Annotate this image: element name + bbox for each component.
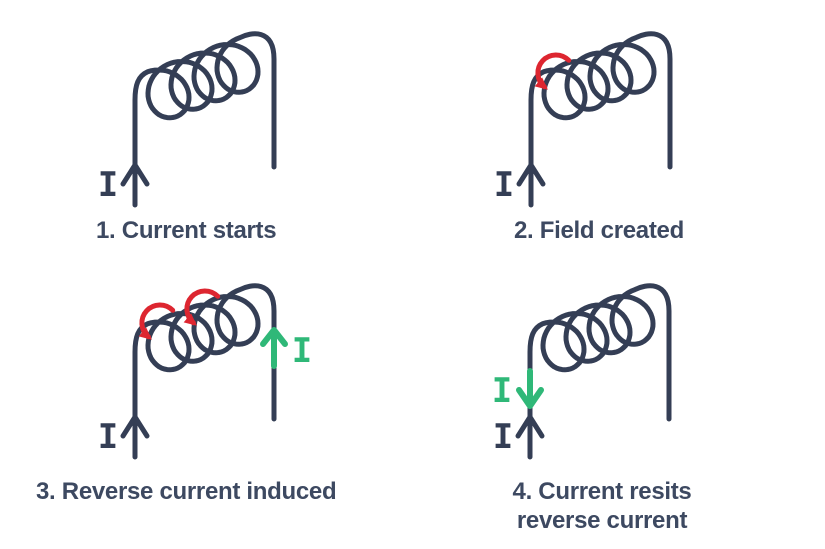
caption-3: 3. Reverse current induced <box>36 478 337 505</box>
magnetic-field-loop-arrow-icon <box>183 288 221 326</box>
induced-current-arrow-up-icon <box>260 327 288 369</box>
induced-current-label: I <box>292 331 312 371</box>
coil-wire <box>528 31 673 208</box>
induced-current-label: I <box>492 371 512 411</box>
panel-1-coil: I <box>98 31 277 208</box>
coil-wire <box>132 31 277 208</box>
current-direction-arrow-icon <box>515 414 545 439</box>
magnetic-field-loop-arrow-icon <box>138 302 176 340</box>
current-direction-arrow-icon <box>120 414 150 439</box>
caption-2: 2. Field created <box>514 217 684 244</box>
panel-3-coil: I I <box>98 283 312 460</box>
coil-wire <box>527 283 672 460</box>
source-current-label: I <box>494 165 514 205</box>
source-current-label: I <box>98 165 118 205</box>
current-direction-arrow-icon <box>516 162 546 187</box>
coil-wire <box>132 283 277 460</box>
caption-4: 4. Current resits reverse current <box>512 478 692 534</box>
current-direction-arrow-icon <box>120 162 150 187</box>
panel-4-coil: I I <box>492 283 672 460</box>
source-current-label: I <box>493 417 513 457</box>
panel-2-coil: I <box>494 31 673 208</box>
magnetic-field-loop-arrow-icon <box>534 52 572 90</box>
caption-1: 1. Current starts <box>96 217 277 244</box>
source-current-label: I <box>98 417 118 457</box>
induced-current-arrow-down-icon <box>516 368 544 409</box>
